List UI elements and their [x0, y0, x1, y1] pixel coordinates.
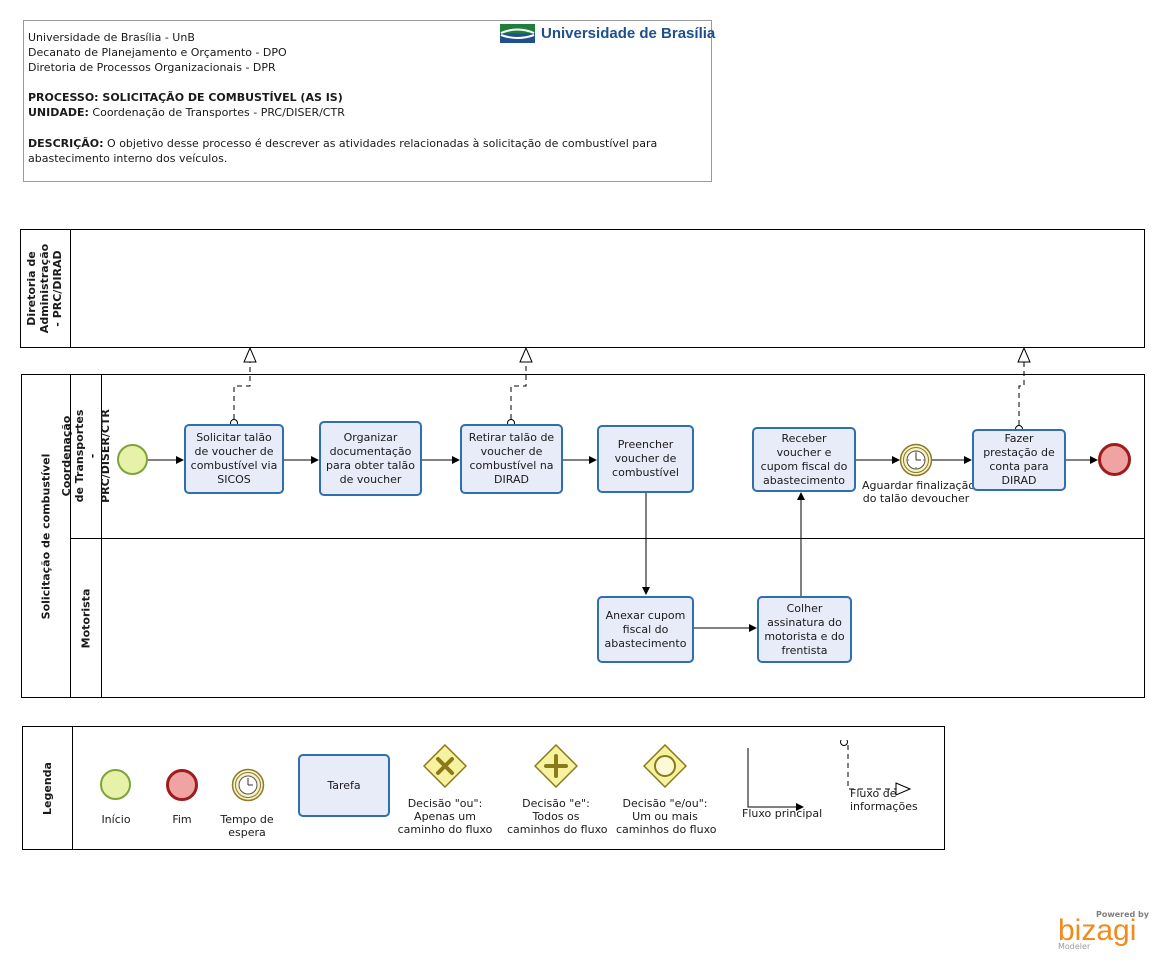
task-fazer-prestacao[interactable]: Fazer prestação de conta para DIRAD: [972, 429, 1066, 491]
description-text: O objetivo desse processo é descrever as…: [28, 137, 658, 165]
unb-logo-text: Universidade de Brasília: [541, 25, 716, 42]
process-header: Universidade de Brasília - UnB Decanato …: [23, 20, 716, 182]
legend-and-line2: Todos os: [532, 810, 580, 823]
legend-gateway-and-icon: [534, 744, 578, 788]
description-label: DESCRIÇÃO:: [28, 137, 104, 150]
pool-dirad: [20, 229, 1145, 348]
legend-gateway-or-icon: [643, 744, 687, 788]
timer-label: Aguardar finalização do talão devoucher: [862, 479, 976, 505]
legend-or-label: Decisão "e/ou": Um ou mais caminhos do f…: [616, 797, 717, 836]
timer-label-line1: Aguardar finalização: [862, 479, 976, 492]
bizagi-powered-by: Powered by: [1096, 910, 1149, 919]
legend-title-wrap: Legenda: [22, 726, 72, 850]
legend-and-line1: Decisão "e":: [522, 797, 590, 810]
legend-xor-line2: Apenas um: [414, 810, 476, 823]
legend-xor-line3: caminho do fluxo: [397, 823, 493, 836]
legend-start-label: Início: [101, 813, 131, 826]
legend-or-line2: Um ou mais: [632, 810, 698, 823]
legend-main-flow-label: Fluxo principal: [742, 807, 823, 820]
description: DESCRIÇÃO: O objetivo desse processo é d…: [28, 136, 688, 166]
bizagi-wordmark: bizagi: [1058, 914, 1137, 947]
legend-info-flow-line: [847, 745, 896, 790]
legend-xor-line1: Decisão "ou":: [407, 797, 483, 810]
message-flow-t3: [507, 346, 533, 427]
legend-and-label: Decisão "e": Todos os caminhos do fluxo: [507, 797, 608, 836]
task-organizar-documentacao[interactable]: Organizar documentação para obter talão …: [319, 421, 422, 496]
start-event[interactable]: [117, 444, 148, 475]
legend-or-line3: caminhos do fluxo: [616, 823, 717, 836]
task-preencher-voucher[interactable]: Preencher voucher de combustível: [597, 425, 694, 493]
university-name: Universidade de Brasília - UnB: [28, 31, 195, 44]
legend-timer-label-line2: espera: [228, 826, 266, 839]
diretoria-name: Diretoria de Processos Organizacionais -…: [28, 61, 276, 74]
unb-flag-icon: [500, 24, 535, 43]
bizagi-logo: Powered by bizagi Modeler: [1056, 910, 1149, 952]
legend-info-flow-line1: Fluxo de: [850, 787, 897, 800]
legend-info-flow-line2: informações: [850, 800, 918, 813]
legend-timer-label-line1: Tempo de: [220, 813, 274, 826]
lane-label-divider: [101, 374, 102, 698]
unit-value: Coordenação de Transportes - PRC/DISER/C…: [88, 106, 345, 119]
legend-end-icon: [166, 769, 198, 801]
task-anexar-cupom[interactable]: Anexar cupom fiscal do abastecimento: [597, 596, 694, 663]
task-receber-voucher[interactable]: Receber voucher e cupom fiscal do abaste…: [752, 427, 856, 492]
task-colher-assinatura[interactable]: Colher assinatura do motorista e do fren…: [757, 596, 852, 663]
legend-timer-label: Tempo de espera: [212, 813, 282, 839]
legend-or-line1: Decisão "e/ou":: [622, 797, 708, 810]
legend-and-line3: caminhos do fluxo: [507, 823, 608, 836]
process-title: PROCESSO: SOLICITAÇÃO DE COMBUSTÍVEL (AS…: [28, 91, 343, 104]
unit-line: UNIDADE: Coordenação de Transportes - PR…: [28, 105, 345, 120]
legend-flow-icons: [747, 740, 912, 811]
legend-task-icon: Tarefa: [298, 754, 390, 817]
legend-info-flow-label: Fluxo de informações: [850, 787, 920, 813]
task-solicitar-talao[interactable]: Solicitar talão de voucher de combustíve…: [184, 424, 284, 494]
lane-separator: [70, 538, 1145, 539]
legend-start-icon: [100, 769, 131, 800]
legend-timer-icon: [231, 768, 265, 802]
legend-main-flow-arrow: [747, 748, 804, 811]
legend-info-flow-head: [895, 782, 912, 796]
pool-main-divider: [70, 374, 71, 698]
timer-event-icon[interactable]: [899, 443, 933, 477]
end-event[interactable]: [1098, 443, 1131, 476]
legend-end-label: Fim: [172, 813, 192, 826]
legend-title: Legenda: [40, 761, 54, 815]
message-flow-t1: [230, 346, 257, 427]
pool-dirad-divider: [70, 229, 71, 348]
legend-info-flow-origin: [840, 740, 848, 746]
timer-label-line2: do talão devoucher: [862, 492, 970, 505]
decanato-name: Decanato de Planejamento e Orçamento - D…: [28, 46, 287, 59]
bizagi-modeler: Modeler: [1058, 942, 1091, 951]
legend-divider: [72, 726, 73, 850]
unit-label: UNIDADE:: [28, 106, 89, 119]
legend-gateway-xor-icon: [423, 744, 467, 788]
legend-xor-label: Decisão "ou": Apenas um caminho do fluxo: [396, 797, 494, 836]
task-retirar-talao[interactable]: Retirar talão de voucher de combustível …: [460, 424, 563, 494]
message-flow-t8: [1015, 346, 1031, 433]
